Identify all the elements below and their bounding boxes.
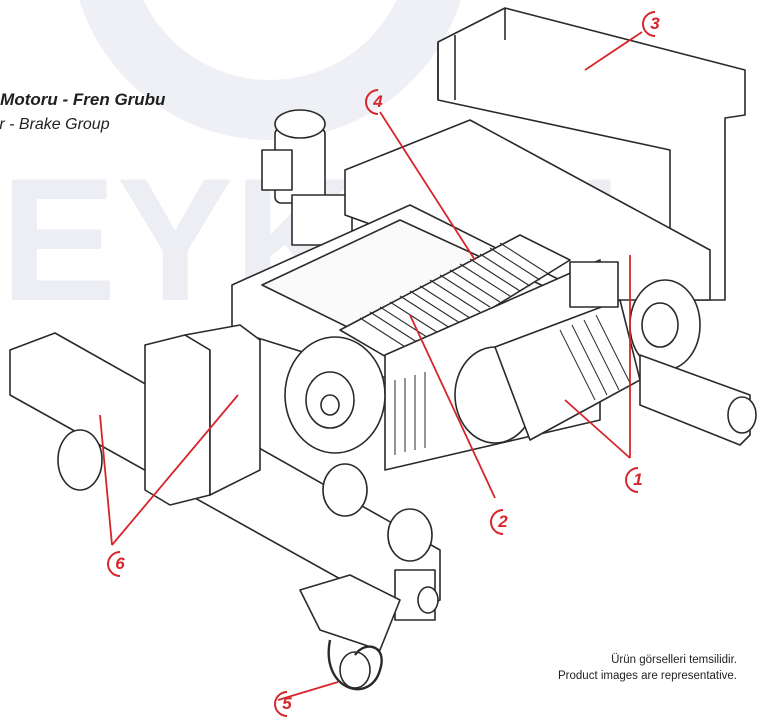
front-wheel xyxy=(57,429,103,491)
callout-5: 5 xyxy=(277,694,297,714)
rear-beam xyxy=(344,119,711,301)
callout-4: 4 xyxy=(368,92,388,112)
callout-2: 2 xyxy=(493,512,513,532)
callout-3: 3 xyxy=(645,14,665,34)
control-panel xyxy=(437,7,746,301)
wheel-guard xyxy=(144,334,211,506)
callout-6: 6 xyxy=(110,554,130,574)
hook-block xyxy=(299,574,401,651)
callout-1: 1 xyxy=(628,470,648,490)
title-line-1: a Motoru - Fren Grubu xyxy=(0,90,166,109)
disclaimer-tr: Ürün görselleri temsilidir. xyxy=(611,654,737,666)
rope-drum xyxy=(339,234,571,366)
terminal-box xyxy=(569,261,619,308)
disclaimer-en: Product images are representative. xyxy=(558,670,737,682)
title-line-2: tor - Brake Group xyxy=(0,116,110,133)
right-end-truck xyxy=(639,354,751,446)
hook xyxy=(327,639,383,691)
watermark-ring xyxy=(79,0,461,140)
